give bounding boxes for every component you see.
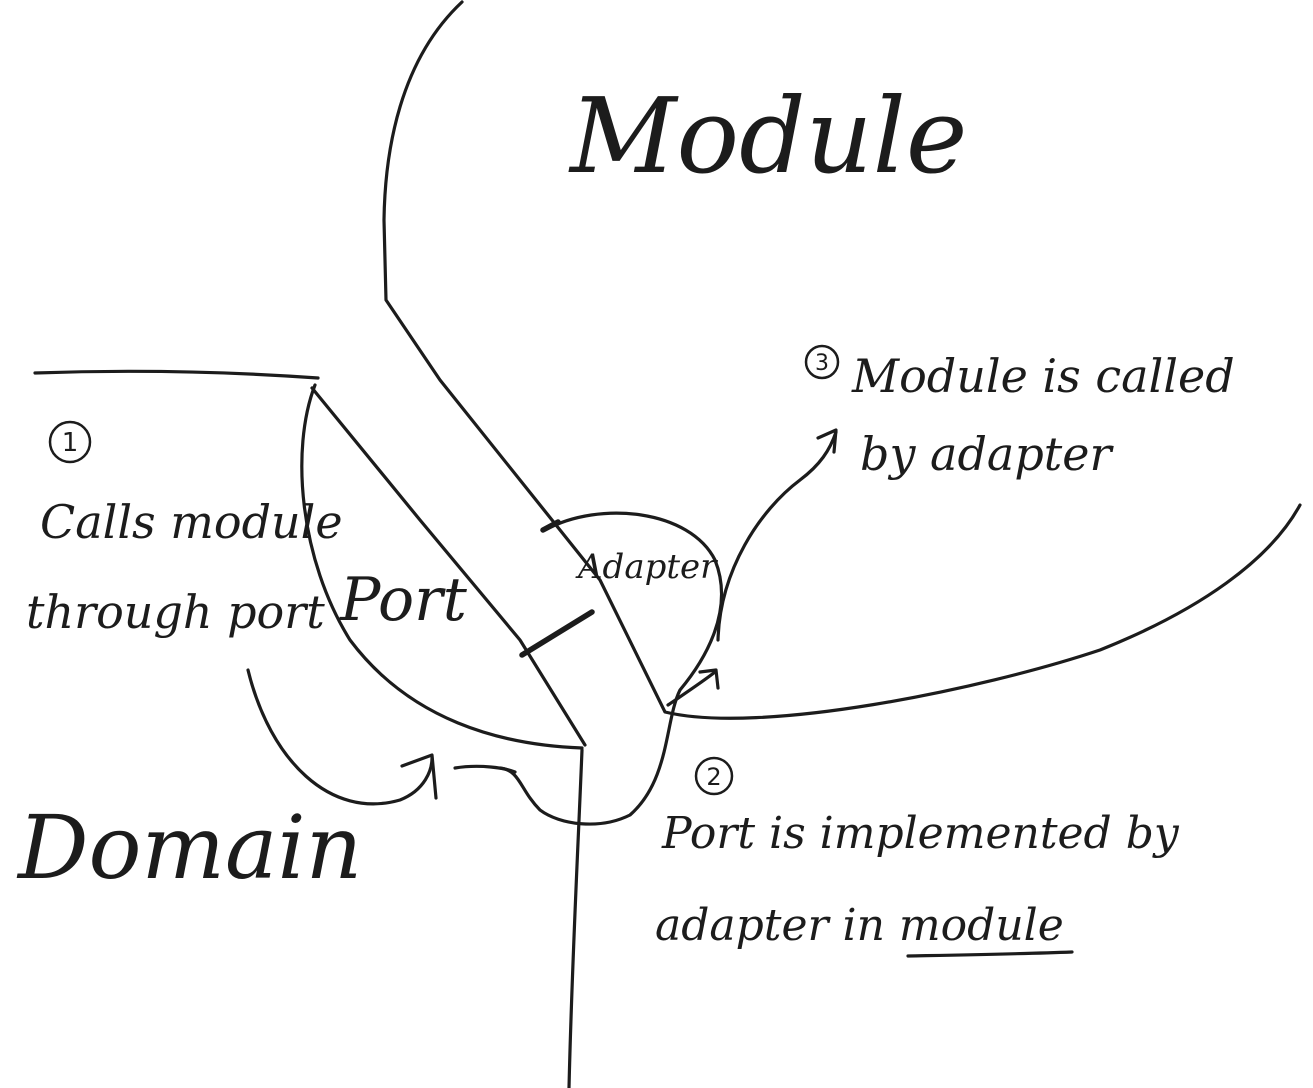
module-boundary (382, 0, 1302, 720)
arrow-2-tail (453, 764, 517, 774)
annotation-2-line-2: adapter in module (655, 900, 1064, 951)
domain-vertical-line (567, 748, 584, 1088)
domain-label: Domain (16, 796, 362, 899)
port-adapter-connector (519, 609, 595, 658)
domain-diagonal (310, 386, 587, 747)
annotation-1-line-1: Calls module (40, 495, 343, 549)
arrow-1-head (400, 753, 438, 800)
number-1: 1 (62, 428, 79, 458)
number-2: 2 (706, 763, 721, 791)
annotation-2-line-1: Port is implemented by (661, 808, 1180, 859)
adapter-shape (498, 511, 724, 826)
number-1-circle (48, 420, 92, 464)
annotation-3-line-1: Module is called (851, 349, 1235, 403)
module-underline (906, 950, 1074, 958)
number-3: 3 (815, 351, 829, 376)
adapter-label: Adapter (575, 547, 718, 587)
arrow-3-head (816, 428, 838, 454)
number-2-circle (694, 756, 734, 796)
annotation-3-line-2: by adapter (860, 427, 1115, 481)
adapter-top-tick (540, 519, 561, 533)
arrow-2 (666, 670, 717, 707)
arrow-1 (246, 668, 434, 806)
annotation-1-line-2: through port (26, 585, 325, 639)
module-label: Module (568, 75, 967, 197)
port-label: Port (339, 565, 468, 635)
number-3-circle (804, 344, 840, 380)
arrow-2-head (698, 668, 720, 690)
arrow-3 (716, 430, 838, 642)
domain-boundary (33, 369, 320, 380)
port-shape (300, 383, 584, 750)
